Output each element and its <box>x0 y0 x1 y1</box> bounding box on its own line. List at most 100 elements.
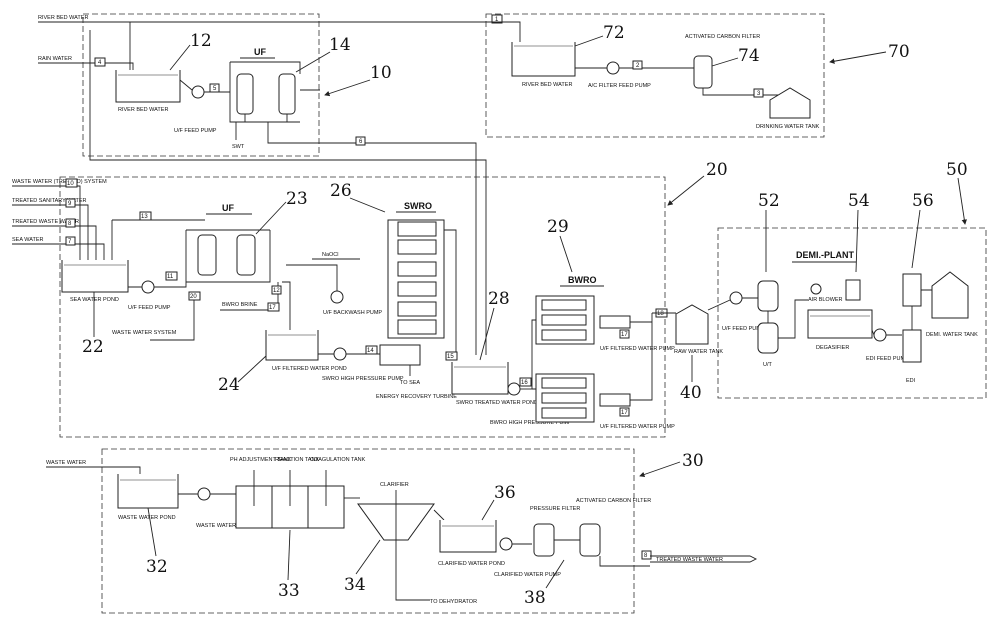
waste-water-system-label: WASTE WATER SYSTEM <box>112 330 177 336</box>
uf-mid-title: UF <box>222 203 234 213</box>
sea-water-pond-label: SEA WATER POND <box>70 297 119 303</box>
pressure-filter <box>534 524 554 556</box>
uf-filtered-water-pump-a-label: U/F FILTERED WATER PUMP <box>600 346 675 352</box>
ref-26: 26 <box>330 181 352 201</box>
energy-recovery-turbine-label: ENERGY RECOVERY TURBINE <box>376 394 457 400</box>
stream-11: 11 <box>167 274 174 280</box>
uf-filtered-water-pond <box>266 330 318 360</box>
clarified-water-pond <box>440 520 496 552</box>
ref-30: 30 <box>682 451 704 471</box>
ref-29: 29 <box>547 217 569 237</box>
ref-54: 54 <box>848 191 870 211</box>
uf-module-mid-2 <box>237 235 255 275</box>
air-blower-label: AIR BLOWER <box>808 297 843 303</box>
waste-water-pond-label: WASTE WATER POND <box>118 515 176 521</box>
ref-34: 34 <box>344 575 366 595</box>
stream-17a: 17 <box>269 305 276 311</box>
swro-high-pressure-pump <box>334 348 346 360</box>
air-blower <box>811 284 821 294</box>
demi-water-tank <box>932 272 968 318</box>
uf-module-top-1 <box>237 74 253 114</box>
uf-feed-pump-top <box>192 86 204 98</box>
stream-12: 12 <box>273 288 280 294</box>
ref-20: 20 <box>706 160 728 180</box>
ref-22: 22 <box>82 337 104 357</box>
uf-filtered-water-pond-label: U/F FILTERED WATER POND <box>272 366 347 372</box>
edi-feed-pump <box>874 329 886 341</box>
drinking-water-tank-label: DRINKING WATER TANK <box>756 124 820 130</box>
ref-28: 28 <box>488 289 510 309</box>
to-dehydrator-label: TO DEHYDRATOR <box>430 599 477 605</box>
activated-carbon-filter-bottom <box>580 524 600 556</box>
waste-water-pump <box>198 488 210 500</box>
stream-17b: 17 <box>621 332 628 338</box>
ref-36: 36 <box>494 483 516 503</box>
ref-70: 70 <box>888 42 910 62</box>
clarified-water-pump-label: CLARIFIED WATER PUMP <box>494 572 561 578</box>
raw-water-tank-label: RAW WATER TANK <box>674 349 723 355</box>
edi-unit-1 <box>903 274 921 306</box>
waste-water-pond <box>118 474 178 508</box>
uf-feed-pump-mid-label: U/F FEED PUMP <box>128 305 171 311</box>
uf-backwash-pump-label: U/F BACKWASH PUMP <box>323 310 382 316</box>
river-bed-water-72-label: RIVER BED WATER <box>522 82 572 88</box>
ref-38: 38 <box>524 588 546 608</box>
waste-water-treated-inflow-label: WASTE WATER (TREATED) SYSTEM <box>12 179 107 185</box>
demi-plant-title: DEMI.-PLANT <box>796 250 854 260</box>
clarifier-label: CLARIFIER <box>380 482 409 488</box>
degasifier <box>808 310 872 338</box>
stream-15: 15 <box>447 354 454 360</box>
to-sea-label: TO SEA <box>400 380 420 386</box>
ref-12: 12 <box>190 31 212 51</box>
raw-water-tank <box>676 305 708 344</box>
coagulation-tank-label: COAGULATION TANK <box>310 457 366 463</box>
uf-feed-pump-top-label: U/F FEED PUMP <box>174 128 217 134</box>
ref-32: 32 <box>146 557 168 577</box>
ref-52: 52 <box>758 191 780 211</box>
demi-water-tank-label: DEMI. WATER TANK <box>926 332 978 338</box>
swro-high-pressure-pump-label: SWRO HIGH PRESSURE PUMP <box>322 376 404 382</box>
degasifier-label: DEGASIFIER <box>816 345 849 351</box>
stream-14: 14 <box>367 348 374 354</box>
uf-filtered-water-pump-b-label: U/F FILTERED WATER PUMP <box>600 424 675 430</box>
ut-label: U/T <box>763 362 773 368</box>
ref-23: 23 <box>286 189 308 209</box>
pressure-filter-label: PRESSURE FILTER <box>530 506 580 512</box>
uf-backwash-pump <box>331 291 343 303</box>
sewer-label: SWT <box>232 144 245 150</box>
stream-10: 10 <box>67 181 74 187</box>
river-bed-water-inlet-label: RIVER BED WATER <box>38 15 88 21</box>
stream-13: 13 <box>141 214 148 220</box>
bwro-title: BWRO <box>568 275 597 285</box>
rain-water-inlet-label: RAIN WATER <box>38 56 72 62</box>
edi-unit-2 <box>903 330 921 362</box>
uf-top-title: UF <box>254 47 266 57</box>
activated-carbon-filter-top <box>694 56 712 88</box>
ref-56: 56 <box>912 191 934 211</box>
ac-filter-feed-pump-label: A/C FILTER FEED PUMP <box>588 83 651 89</box>
ref-72: 72 <box>603 23 625 43</box>
naocl-label: NaOCl <box>322 252 339 258</box>
edi-label: EDI <box>906 378 916 384</box>
ref-33: 33 <box>278 581 300 601</box>
ref-40: 40 <box>680 383 702 403</box>
clarified-water-pump <box>500 538 512 550</box>
uf-feed-pump-demi <box>730 292 742 304</box>
ref-14: 14 <box>329 35 351 55</box>
stream-20: 20 <box>190 294 197 300</box>
activated-carbon-filter-top-label: ACTIVATED CARBON FILTER <box>685 34 760 40</box>
ref-74: 74 <box>738 46 760 66</box>
bwro-high-pressure-pump <box>508 383 520 395</box>
ref-24: 24 <box>218 375 240 395</box>
activated-carbon-filter-bottom-label: ACTIVATED CARBON FILTER <box>576 498 651 504</box>
stream-16: 16 <box>521 380 528 386</box>
ut-vessel-1 <box>758 281 778 311</box>
waste-water-inlet-label: WASTE WATER <box>46 460 86 466</box>
uf-module-top-2 <box>279 74 295 114</box>
stream-17c: 17 <box>621 410 628 416</box>
river-bed-water-pond-label: RIVER BED WATER <box>118 107 168 113</box>
drinking-water-tank <box>770 88 810 118</box>
river-bed-water-tank-72 <box>512 42 575 76</box>
ref-10: 10 <box>370 63 392 83</box>
uf-module-mid-1 <box>198 235 216 275</box>
